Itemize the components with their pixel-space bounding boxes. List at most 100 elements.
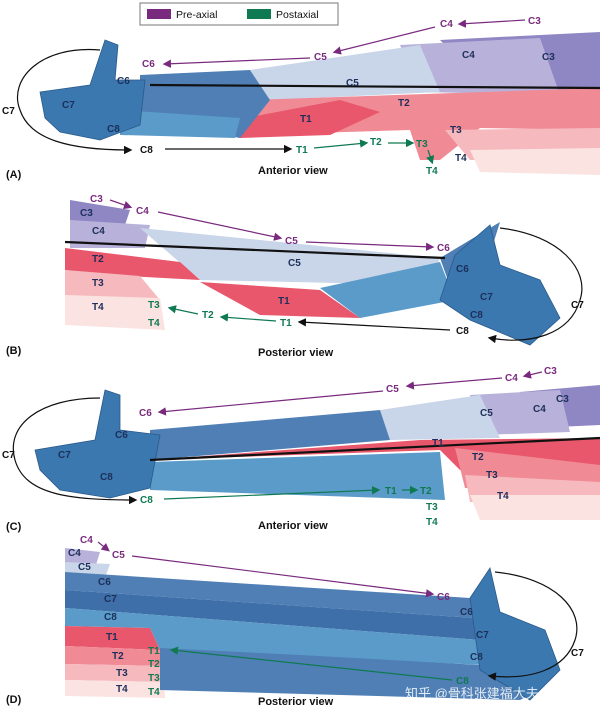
arrow-c8-t1-b	[297, 318, 451, 331]
arrow-c5-c6-d	[131, 555, 435, 598]
label-c5-b: C5	[288, 258, 301, 269]
arrow-label-c4: C4	[440, 19, 453, 30]
label-t3: T3	[450, 125, 462, 136]
arrow-label-t4-c: T4	[426, 517, 438, 528]
panel-tag-c: (C)	[6, 521, 22, 533]
arrow-label-t2-d: T2	[148, 659, 160, 670]
label-c5-d: C5	[78, 562, 91, 573]
arrow-label-t4-b: T4	[148, 318, 160, 329]
arrow-label-t2-b: T2	[202, 310, 214, 321]
label-c7-d: C7	[104, 594, 117, 605]
region-c8-c	[150, 452, 445, 500]
arrow-label-t3-d: T3	[148, 673, 160, 684]
region-t1-b	[200, 282, 360, 318]
panel-tag-b: (B)	[6, 345, 22, 357]
arrow-c5-c6-c	[157, 390, 384, 416]
region-t1-d	[65, 626, 160, 650]
region-c4	[400, 38, 560, 95]
arrow-label-t3: T3	[416, 139, 428, 150]
view-label-b: Posterior view	[258, 347, 334, 359]
arrow-label-c5-b: C5	[285, 236, 298, 247]
label-c4-c: C4	[533, 404, 546, 415]
region-t1	[235, 100, 380, 138]
label-c8-d: C8	[104, 612, 117, 623]
hand-b	[439, 224, 561, 346]
label-c6-d: C6	[98, 577, 111, 588]
arrow-t2-t3-b	[167, 305, 199, 315]
label-c3-c: C3	[556, 394, 569, 405]
legend-box	[139, 2, 339, 26]
panel-b: C3 C4 C5 C6 C7 C8 T1 T2 T3 T4 C3 C4 C5 C…	[6, 194, 584, 359]
arrow-c3-c4-c	[522, 370, 543, 379]
label-t1-d: T1	[106, 632, 118, 643]
arrow-label-c8-c: C8	[140, 495, 153, 506]
arrow-c5-c6-b	[305, 241, 435, 251]
arrow-label-c3-c: C3	[544, 366, 557, 377]
region-t4-c	[470, 495, 600, 520]
region-c5	[250, 45, 440, 100]
loop-label-c7: C7	[2, 106, 15, 117]
label-c4-d: C4	[68, 548, 81, 559]
arrow-label-t4-d: T4	[148, 687, 160, 698]
legend-preaxial-swatch	[147, 9, 171, 19]
loop-label-c7-c: C7	[2, 450, 15, 461]
view-label-a: Anterior view	[258, 165, 328, 177]
arrow-label-c6: C6	[142, 59, 155, 70]
arrow-label-c8-d: C8	[456, 676, 469, 687]
arrow-label-c6-b: C6	[437, 243, 450, 254]
arrow-label-c6-d: C6	[437, 592, 450, 603]
label-t1-c: T1	[432, 438, 444, 449]
region-t3-d	[65, 664, 164, 682]
panel-a: C3 C4 C5 C6 C7 C8 T1 T2 T3 T4 C3 C4 C5 C…	[2, 16, 600, 181]
panel-tag-a: (A)	[6, 169, 22, 181]
label-t1-b: T1	[278, 296, 290, 307]
arrow-label-t3-c: T3	[426, 502, 438, 513]
loop-c	[12, 397, 138, 505]
panel-tag-d: (D)	[6, 694, 22, 706]
region-t3-b	[65, 270, 160, 300]
region-c8-d	[65, 608, 485, 665]
label-c5: C5	[346, 78, 359, 89]
label-t4-d: T4	[116, 684, 128, 695]
region-c8	[120, 110, 240, 138]
label-c3: C3	[542, 52, 555, 63]
arrow-c3-c4	[457, 19, 526, 28]
arrow-label-c5-c: C5	[386, 384, 399, 395]
loop-b	[487, 227, 583, 344]
arrow-label-c8-b: C8	[456, 326, 469, 337]
label-c8: C8	[107, 124, 120, 135]
panel-c: C3 C4 C5 C6 C7 C8 T1 T2 T3 T4 C3 C4 C5 C…	[2, 366, 600, 533]
label-c5-c: C5	[480, 408, 493, 419]
region-c4-b	[70, 220, 150, 248]
label-c8-hand-d: C8	[470, 652, 483, 663]
label-t4-b: T4	[92, 302, 104, 313]
arrow-label-t2: T2	[370, 137, 382, 148]
arrow-c4-c5	[332, 26, 436, 55]
label-t4-c: T4	[497, 491, 509, 502]
arrow-label-t1-d: T1	[148, 646, 160, 657]
label-t3-d: T3	[116, 668, 128, 679]
region-c5-c	[380, 395, 500, 440]
loop-d	[487, 571, 578, 681]
region-c4-c	[470, 390, 570, 435]
arrow-label-c3-b: C3	[90, 194, 103, 205]
watermark: 知乎 @骨科张建福大夫	[405, 686, 539, 701]
label-t3-c: T3	[486, 470, 498, 481]
arrow-label-c5-d: C5	[112, 550, 125, 561]
axial-line-b	[64, 240, 446, 260]
label-c7-hand-d: C7	[476, 630, 489, 641]
arrow-c8-t1-c	[163, 486, 381, 500]
region-t4	[470, 148, 600, 175]
loop-label-c7-d: C7	[571, 648, 584, 659]
arrow-label-t1-c: T1	[385, 486, 397, 497]
label-c4: C4	[462, 50, 475, 61]
label-c7: C7	[62, 100, 75, 111]
panel-d: C4 C5 C6 C7 C8 T1 T2 T3 T4 C6 C7 C8 C4 C…	[6, 535, 584, 708]
label-t2-b: T2	[92, 254, 104, 265]
label-t2: T2	[398, 98, 410, 109]
arrow-t3-t4	[426, 149, 435, 165]
arrow-c4-c5-b	[157, 211, 283, 241]
region-t4-b	[65, 295, 165, 330]
region-c6-c	[150, 410, 390, 460]
